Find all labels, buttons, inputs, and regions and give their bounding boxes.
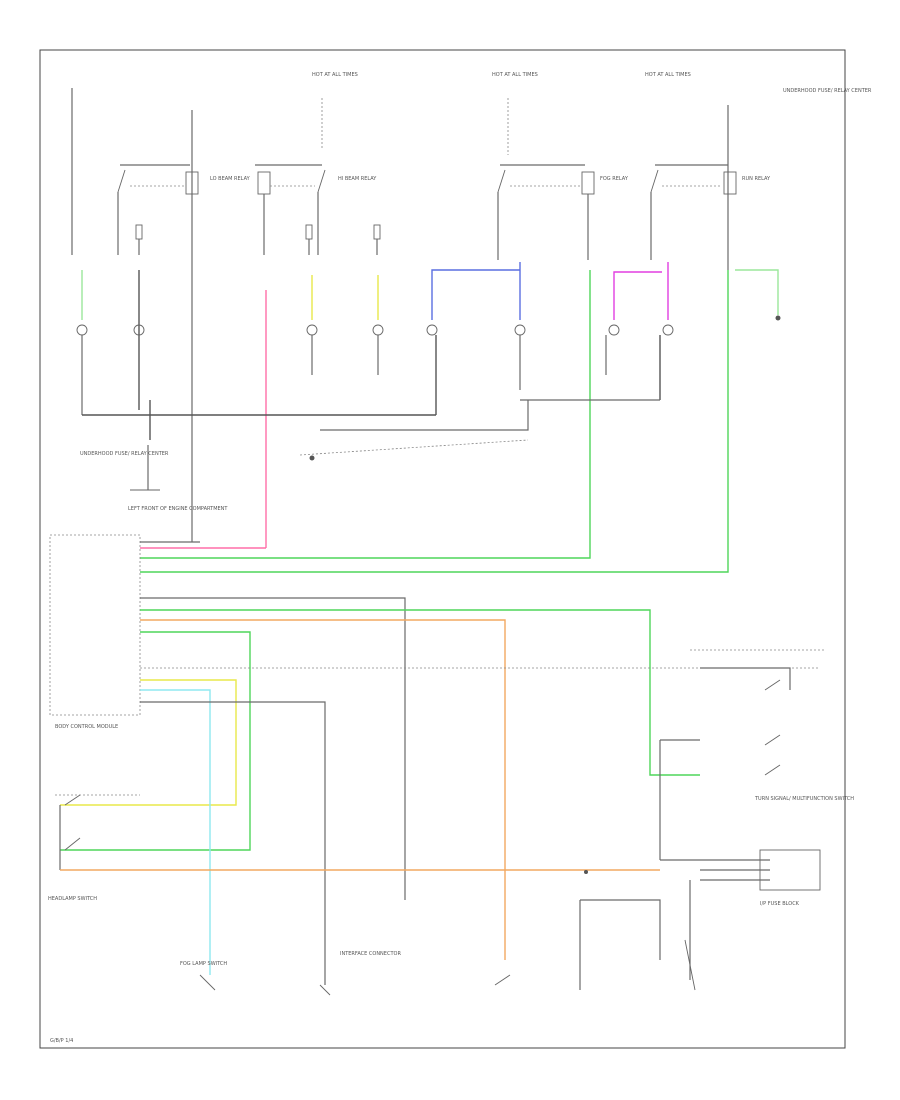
page-ref: G/B/P 1/4 (50, 1038, 73, 1044)
right-switches: TURN SIGNAL/ MULTIFUNCTION SWITCH (659, 649, 854, 860)
bottom-components: FOG LAMP SWITCH INTERFACE CONNECTOR G/B/… (50, 870, 696, 1044)
lamp-icon (76, 324, 88, 336)
lamp-icon (514, 324, 526, 336)
bcm-box (49, 534, 141, 716)
hot-label-1: HOT AT ALL TIMES (312, 72, 358, 78)
fuse-block-connector: I/P FUSE BLOCK (660, 849, 821, 980)
relay-coil-icon (723, 171, 737, 195)
multifunction-switch-label: TURN SIGNAL/ MULTIFUNCTION SWITCH (754, 796, 854, 802)
fuse-icon (135, 224, 143, 240)
hot-label-3: HOT AT ALL TIMES (645, 72, 691, 78)
hot-label-2: HOT AT ALL TIMES (492, 72, 538, 78)
underhood-fuse-label-2: UNDERHOOD FUSE/ RELAY CENTER (80, 451, 169, 457)
diagram-frame (39, 49, 846, 1049)
fog-lamp-switch-label: FOG LAMP SWITCH (180, 961, 227, 967)
lamp-icon (306, 324, 318, 336)
headlamp-switch: HEADLAMP SWITCH (48, 794, 660, 902)
lamp-wires (81, 262, 779, 573)
fuse-icon (373, 224, 381, 240)
relay-coil-icon (185, 171, 199, 195)
relay-label-1: LO BEAM RELAY (210, 176, 251, 182)
fuse-icon (305, 224, 313, 240)
underhood-fuse-label: UNDERHOOD FUSE/ RELAY CENTER (783, 88, 872, 94)
relay-coil-icon (257, 171, 271, 195)
relay-label-4: RUN RELAY (742, 176, 771, 182)
fuse-block-label: I/P FUSE BLOCK (760, 901, 800, 907)
power-feeds: HOT AT ALL TIMES HOT AT ALL TIMES HOT AT… (71, 72, 872, 520)
bcm-label: BODY CONTROL MODULE (55, 724, 118, 730)
fuse-row (135, 224, 381, 255)
relay-coil-icon (581, 171, 595, 195)
lamp-row (76, 315, 781, 415)
headlamp-switch-label: HEADLAMP SWITCH (48, 896, 97, 902)
interface-connector-label: INTERFACE CONNECTOR (340, 951, 401, 957)
relay-label-2: HI BEAM RELAY (338, 176, 377, 182)
ground-bus: UNDERHOOD FUSE/ RELAY CENTER LEFT FRONT … (80, 399, 660, 512)
lamp-icon (662, 324, 674, 336)
bcm-connector: BODY CONTROL MODULE (49, 520, 818, 985)
lamp-icon (133, 324, 145, 336)
lamp-icon (608, 324, 620, 336)
relay-label-3: FOG RELAY (600, 176, 629, 182)
lamp-icon (372, 324, 384, 336)
left-front-label: LEFT FRONT OF ENGINE COMPARTMENT (128, 506, 228, 512)
relay-row: LO BEAM RELAY HI BEAM RELAY FOG RELAY RU… (117, 164, 771, 260)
lamp-icon (426, 324, 438, 336)
